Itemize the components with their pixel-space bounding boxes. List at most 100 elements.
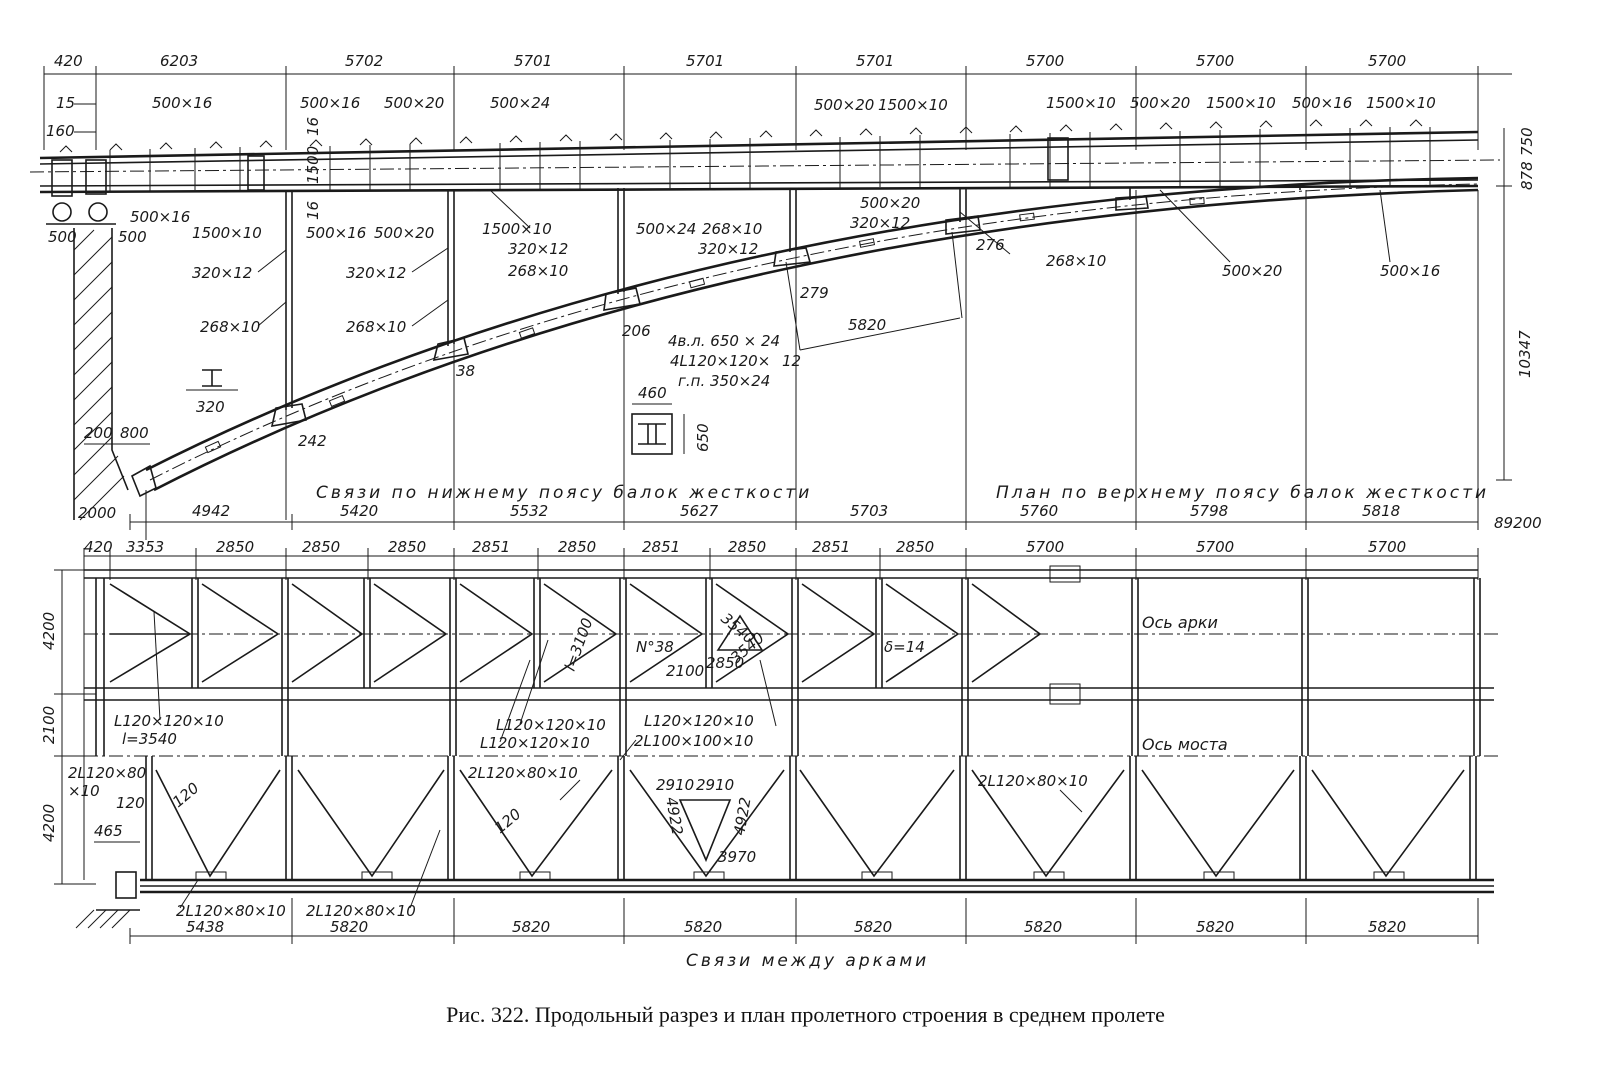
elev-bottom-dim-7: 5818 (1362, 502, 1400, 520)
plan-top-dim-12: 5700 (1196, 538, 1234, 556)
plan-top-dim-2: 2850 (216, 538, 254, 556)
title-bracing-between-arches: Связи между арками (686, 951, 929, 971)
plan-top-dim-6: 2850 (558, 538, 596, 556)
small-dim-276: 276 (976, 236, 1005, 254)
plan-bottom-dim-6: 5820 (1196, 918, 1234, 936)
upper-plate-5: 1500×10 (878, 96, 948, 114)
plan-bottom-dim-3: 5820 (684, 918, 722, 936)
small-dim-38: 38 (456, 362, 475, 380)
hanger-label-3: 268×10 (346, 318, 406, 336)
upper-plate-9: 500×16 (1292, 94, 1352, 112)
plan-label-26: 2L120×80×10 (176, 902, 286, 920)
right-dim-750: 750 (1518, 127, 1536, 156)
small-dim-279: 279 (800, 284, 829, 302)
plan-label-8: 2850 (706, 654, 744, 672)
plan-top-dim-1: 3353 (126, 538, 164, 556)
girder-label-4: 1500×10 (482, 220, 552, 238)
plan-label-20: 2910 (656, 776, 694, 794)
plan-label-22: 4922 (662, 796, 686, 837)
elev-total-length: 89200 (1494, 514, 1542, 532)
girder-label-11: 500×20 (1222, 262, 1282, 280)
hanger-label-4: 320×12 (508, 240, 568, 258)
girder-label-2: 500×16 (306, 224, 366, 242)
arch-axis-label: Ось арки (1142, 613, 1218, 632)
girder-label-3: 500×20 (374, 224, 434, 242)
elev-bottom-dim-5: 5760 (1020, 502, 1058, 520)
plan-top-dim-4: 2850 (388, 538, 426, 556)
plan-left-dim-2: 4200 (40, 804, 58, 842)
bridge-axis-label: Ось моста (1142, 735, 1228, 754)
girder-label-5: 500×24 (636, 220, 696, 238)
upper-plate-4: 500×20 (814, 96, 874, 114)
plan-top-dim-3: 2850 (302, 538, 340, 556)
hanger-label-2: 320×12 (346, 264, 406, 282)
plan-bottom-dim-5: 5820 (1024, 918, 1062, 936)
arch-cross-section: 460 650 (631, 384, 712, 455)
elev-bottom-dim-1: 5420 (340, 502, 378, 520)
support-lower-left (75, 871, 140, 929)
plan-label-23: 4922 (730, 796, 754, 837)
plan-bottom-dim-4: 5820 (854, 918, 892, 936)
elev-top-dim-5: 5701 (856, 52, 894, 70)
girder-label-1: 1500×10 (192, 224, 262, 242)
plan-top-dim-5: 2851 (472, 538, 510, 556)
plan-label-4: L120×120×10 (644, 712, 754, 730)
plan-label-17: 465 (94, 822, 123, 840)
plan-label-12: δ=14 (884, 638, 925, 656)
web-height-16b: 16 (304, 201, 322, 220)
plan-label-6: N°38 (636, 638, 674, 656)
web-height-1500: 1500 (304, 146, 322, 184)
girder-label-9: 320×12 (850, 214, 910, 232)
plan-label-3: L120×120×10 (480, 734, 590, 752)
elev-left-dim-15: 15 (56, 94, 75, 112)
elev-left-dim-160: 160 (46, 122, 75, 140)
elev-left-dim-500a: 500 (48, 228, 77, 246)
elev-top-dim-6: 5700 (1026, 52, 1064, 70)
upper-plate-1: 500×16 (300, 94, 360, 112)
upper-plate-6: 1500×10 (1046, 94, 1116, 112)
section-icon-i: 320 (186, 369, 238, 416)
plan-label-7: 2100 (666, 662, 704, 680)
upper-plate-7: 500×20 (1130, 94, 1190, 112)
title-lower-chord-bracing: Связи по нижнему поясу балок жесткости (316, 483, 812, 503)
plan-label-21: 2910 (696, 776, 734, 794)
arch-section-2: 12 (782, 352, 801, 370)
arch-section-3: г.п. 350×24 (678, 372, 770, 390)
elev-left-dim-500b: 500 (118, 228, 147, 246)
upper-plate-2: 500×20 (384, 94, 444, 112)
elev-bottom-dim-4: 5703 (850, 502, 888, 520)
section-dim-460: 460 (638, 384, 667, 402)
plan-label-19: 120 (491, 805, 525, 837)
plan-label-24: 3970 (718, 848, 756, 866)
small-dim-206: 206 (622, 322, 651, 340)
girder-label-6: 268×10 (702, 220, 762, 238)
plan-label-14: ×10 (68, 782, 100, 800)
web-height-16a: 16 (304, 117, 322, 136)
plan-left-dim-0: 4200 (40, 612, 58, 650)
elev-top-dim-4: 5701 (686, 52, 724, 70)
small-dim-242: 242 (298, 432, 327, 450)
hanger-label-5: 268×10 (508, 262, 568, 280)
plan-top-dim-10: 2850 (896, 538, 934, 556)
girder-label-7: 320×12 (698, 240, 758, 258)
upper-plate-0: 500×16 (152, 94, 212, 112)
plan-top-dim-13: 5700 (1368, 538, 1406, 556)
bearing-dim-800: 800 (120, 424, 149, 442)
elev-bottom-dim-6: 5798 (1190, 502, 1228, 520)
elev-bottom-dim-3: 5627 (680, 502, 719, 520)
plan-view: 420 3353 2850 2850 2850 2851 2850 2851 2… (40, 538, 1500, 971)
upper-plate-3: 500×24 (490, 94, 550, 112)
plan-label-25: 2L120×80×10 (978, 772, 1088, 790)
small-dim-5820: 5820 (848, 316, 886, 334)
bearing-dim-200: 200 (84, 424, 113, 442)
girder-label-12: 500×16 (1380, 262, 1440, 280)
plan-label-15: 120 (116, 794, 145, 812)
plan-bottom-dim-0: 5438 (186, 918, 224, 936)
upper-plate-10: 1500×10 (1366, 94, 1436, 112)
plan-label-13: 2L120×80 (68, 764, 146, 782)
section-dim-320: 320 (196, 398, 225, 416)
plan-left-dim-1: 2100 (40, 706, 58, 744)
plan-top-dim-9: 2851 (812, 538, 850, 556)
elev-top-dim-3: 5701 (514, 52, 552, 70)
